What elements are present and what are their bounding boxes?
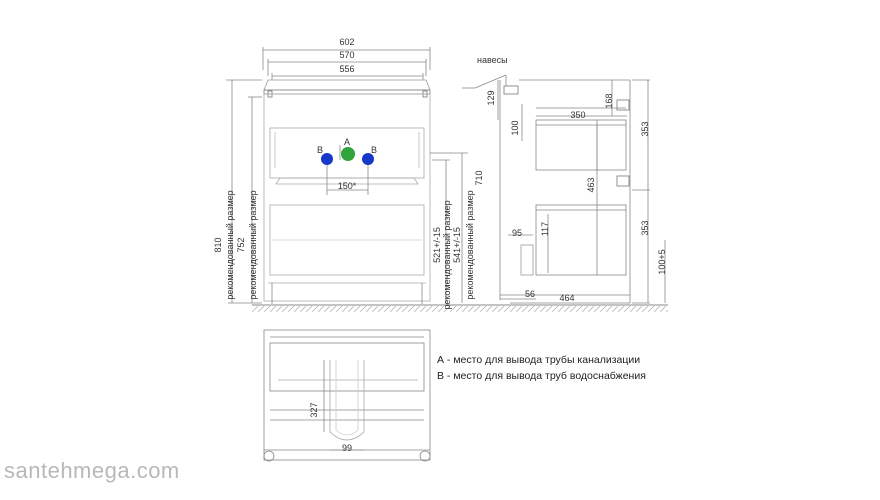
dim-710: 710 — [474, 170, 484, 185]
dim-810: 810 — [213, 237, 223, 252]
dim-117: 117 — [540, 222, 550, 236]
front-view — [262, 47, 431, 304]
dim-602: 602 — [339, 37, 354, 47]
dim-570: 570 — [339, 50, 354, 60]
floor — [252, 304, 668, 312]
dim-464: 464 — [559, 293, 574, 303]
rec-size-label-1: рекомендованный размер — [225, 190, 235, 299]
dim-353-bottom: 353 — [640, 220, 650, 235]
front-height-dimensions — [226, 79, 468, 304]
connection-points — [321, 147, 374, 165]
side-view — [462, 74, 631, 304]
point-a-marker — [341, 147, 355, 161]
dim-95: 95 — [512, 228, 522, 238]
dim-56: 56 — [525, 289, 535, 299]
dim-129: 129 — [486, 90, 496, 105]
label-point-b-right: В — [371, 145, 377, 155]
label-hinges: навесы — [477, 55, 508, 65]
dim-463: 463 — [586, 177, 596, 192]
legend-a: А - место для вывода трубы канализации — [437, 354, 641, 366]
dim-150: 150* — [338, 181, 357, 191]
dim-168: 168 — [604, 93, 614, 108]
point-b-right-marker — [362, 153, 374, 165]
dim-556: 556 — [339, 64, 354, 74]
side-dimensions — [497, 79, 666, 304]
dim-327: 327 — [309, 402, 319, 417]
watermark: santehmega.com — [4, 458, 180, 483]
dim-100-5: 100+5 — [657, 249, 667, 274]
dim-350: 350 — [570, 110, 585, 120]
dim-100: 100 — [510, 120, 520, 135]
dim-521: 521+/-15 — [432, 227, 442, 263]
dim-99: 99 — [342, 443, 352, 453]
dim-541: 541+/-15 — [452, 227, 462, 263]
rec-size-label-3: рекомендованный размер — [442, 200, 452, 309]
rec-size-label-2: рекомендованный размер — [248, 190, 258, 299]
label-point-a: А — [344, 137, 350, 147]
rec-size-label-4: рекомендованный размер — [465, 190, 475, 299]
top-view — [263, 329, 431, 462]
label-point-b-left: В — [317, 145, 323, 155]
dim-353-top: 353 — [640, 121, 650, 136]
point-b-left-marker — [321, 153, 333, 165]
legend-b: В - место для вывода труб водоснабжения — [437, 370, 646, 382]
dim-752: 752 — [236, 237, 246, 252]
